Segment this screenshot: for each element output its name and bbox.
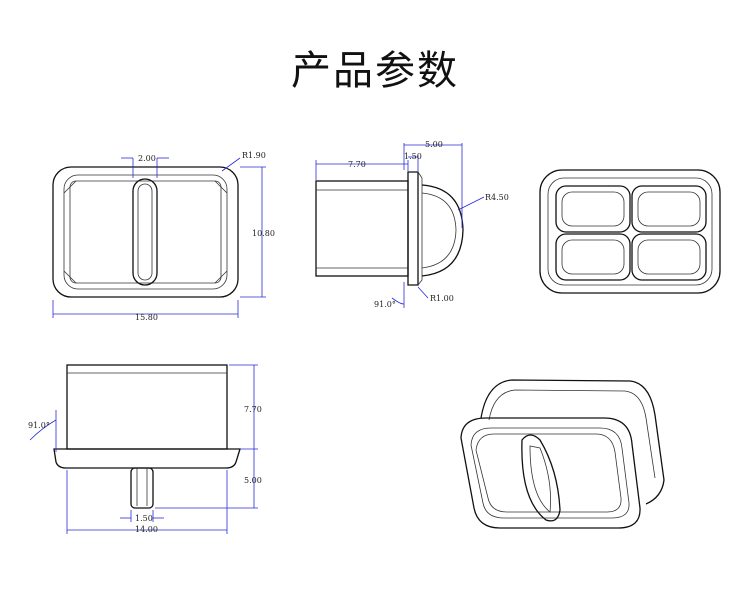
- bottom-view: 7.70 5.00 91.0° 1.50 14.00: [28, 364, 262, 534]
- dim-side-body: 7.70: [348, 160, 366, 169]
- isometric-view: [460, 379, 665, 529]
- dim-front-width: 15.80: [135, 313, 158, 322]
- dim-side-radius-small: R1.00: [430, 294, 454, 303]
- dim-front-radius: R1.90: [242, 151, 266, 160]
- dim-bottom-width: 14.00: [135, 525, 158, 534]
- dim-front-height: 10.80: [252, 229, 275, 238]
- side-view: 7.70 1.50 5.00 R4.50 R1.00 91.0°: [315, 140, 509, 309]
- front-view: 2.00 R1.90 10.80 15.80: [52, 151, 275, 322]
- back-view: [539, 169, 721, 294]
- page-title: 产品参数: [291, 48, 459, 94]
- dim-side-flange: 1.50: [404, 152, 422, 161]
- dim-side-radius-cap: R4.50: [485, 193, 509, 202]
- dim-stem-height: 5.00: [244, 476, 262, 485]
- dim-bottom-angle: 91.0°: [28, 421, 50, 430]
- dim-side-angle: 91.0°: [374, 300, 396, 309]
- dim-bottom-height: 7.70: [244, 405, 262, 414]
- dim-slot-width: 2.00: [138, 154, 156, 163]
- dim-stem-width: 1.50: [135, 514, 153, 523]
- dim-side-cap: 5.00: [425, 140, 443, 149]
